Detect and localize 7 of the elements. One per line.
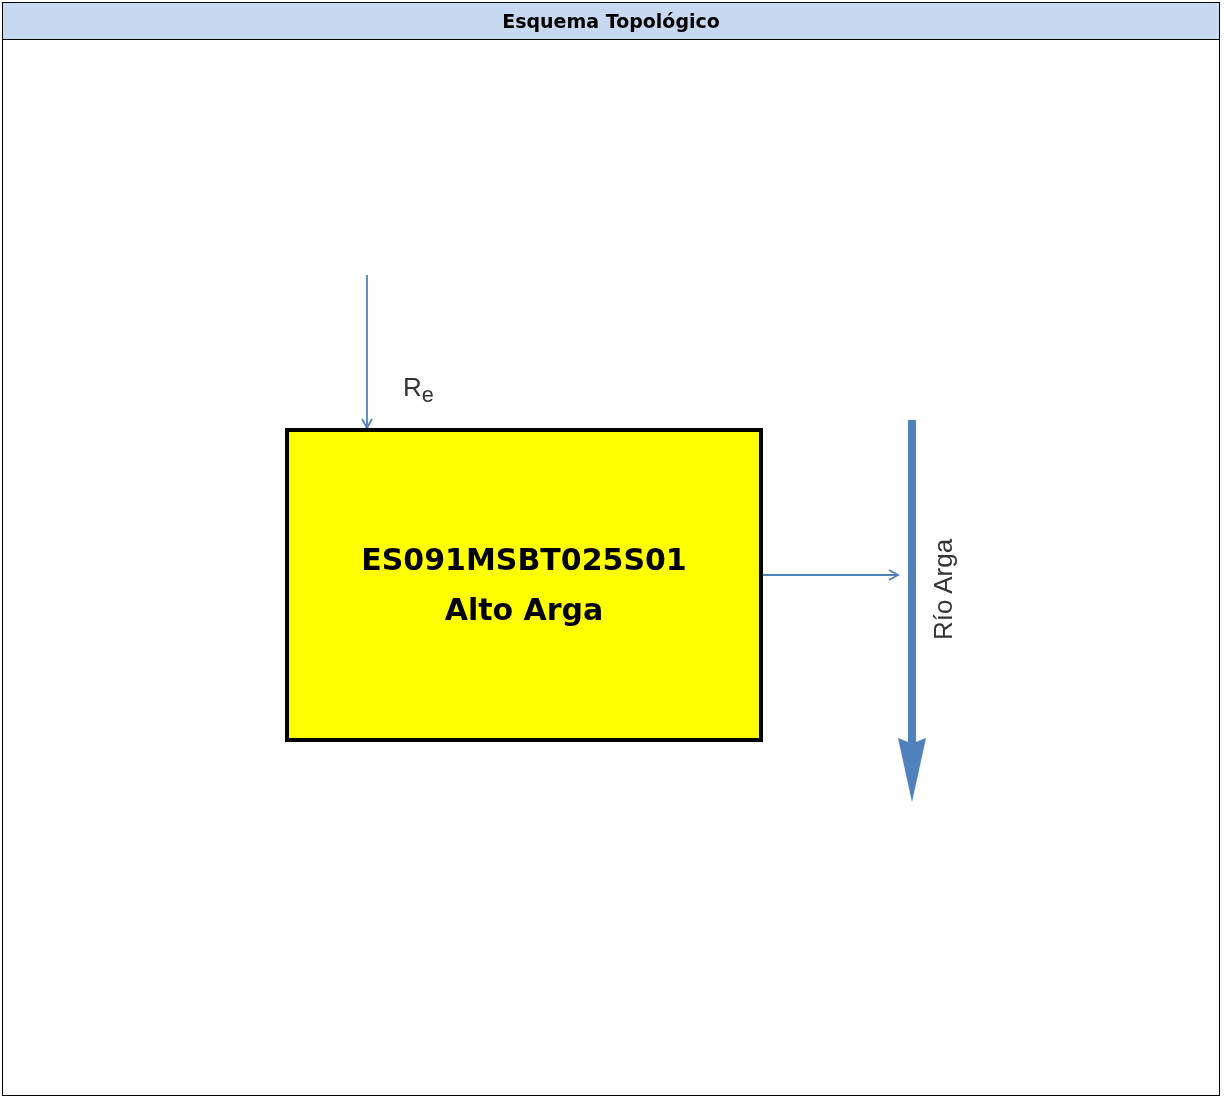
title-bar: Esquema Topológico: [3, 3, 1219, 40]
river-label: Río Arga: [928, 538, 959, 640]
box-label: ES091MSBT025S01: [361, 541, 687, 579]
box-label: Alto Arga: [444, 591, 604, 629]
flow-arrow: [762, 569, 899, 581]
flow-arrow: [361, 274, 373, 429]
water-body-box: [285, 428, 763, 742]
